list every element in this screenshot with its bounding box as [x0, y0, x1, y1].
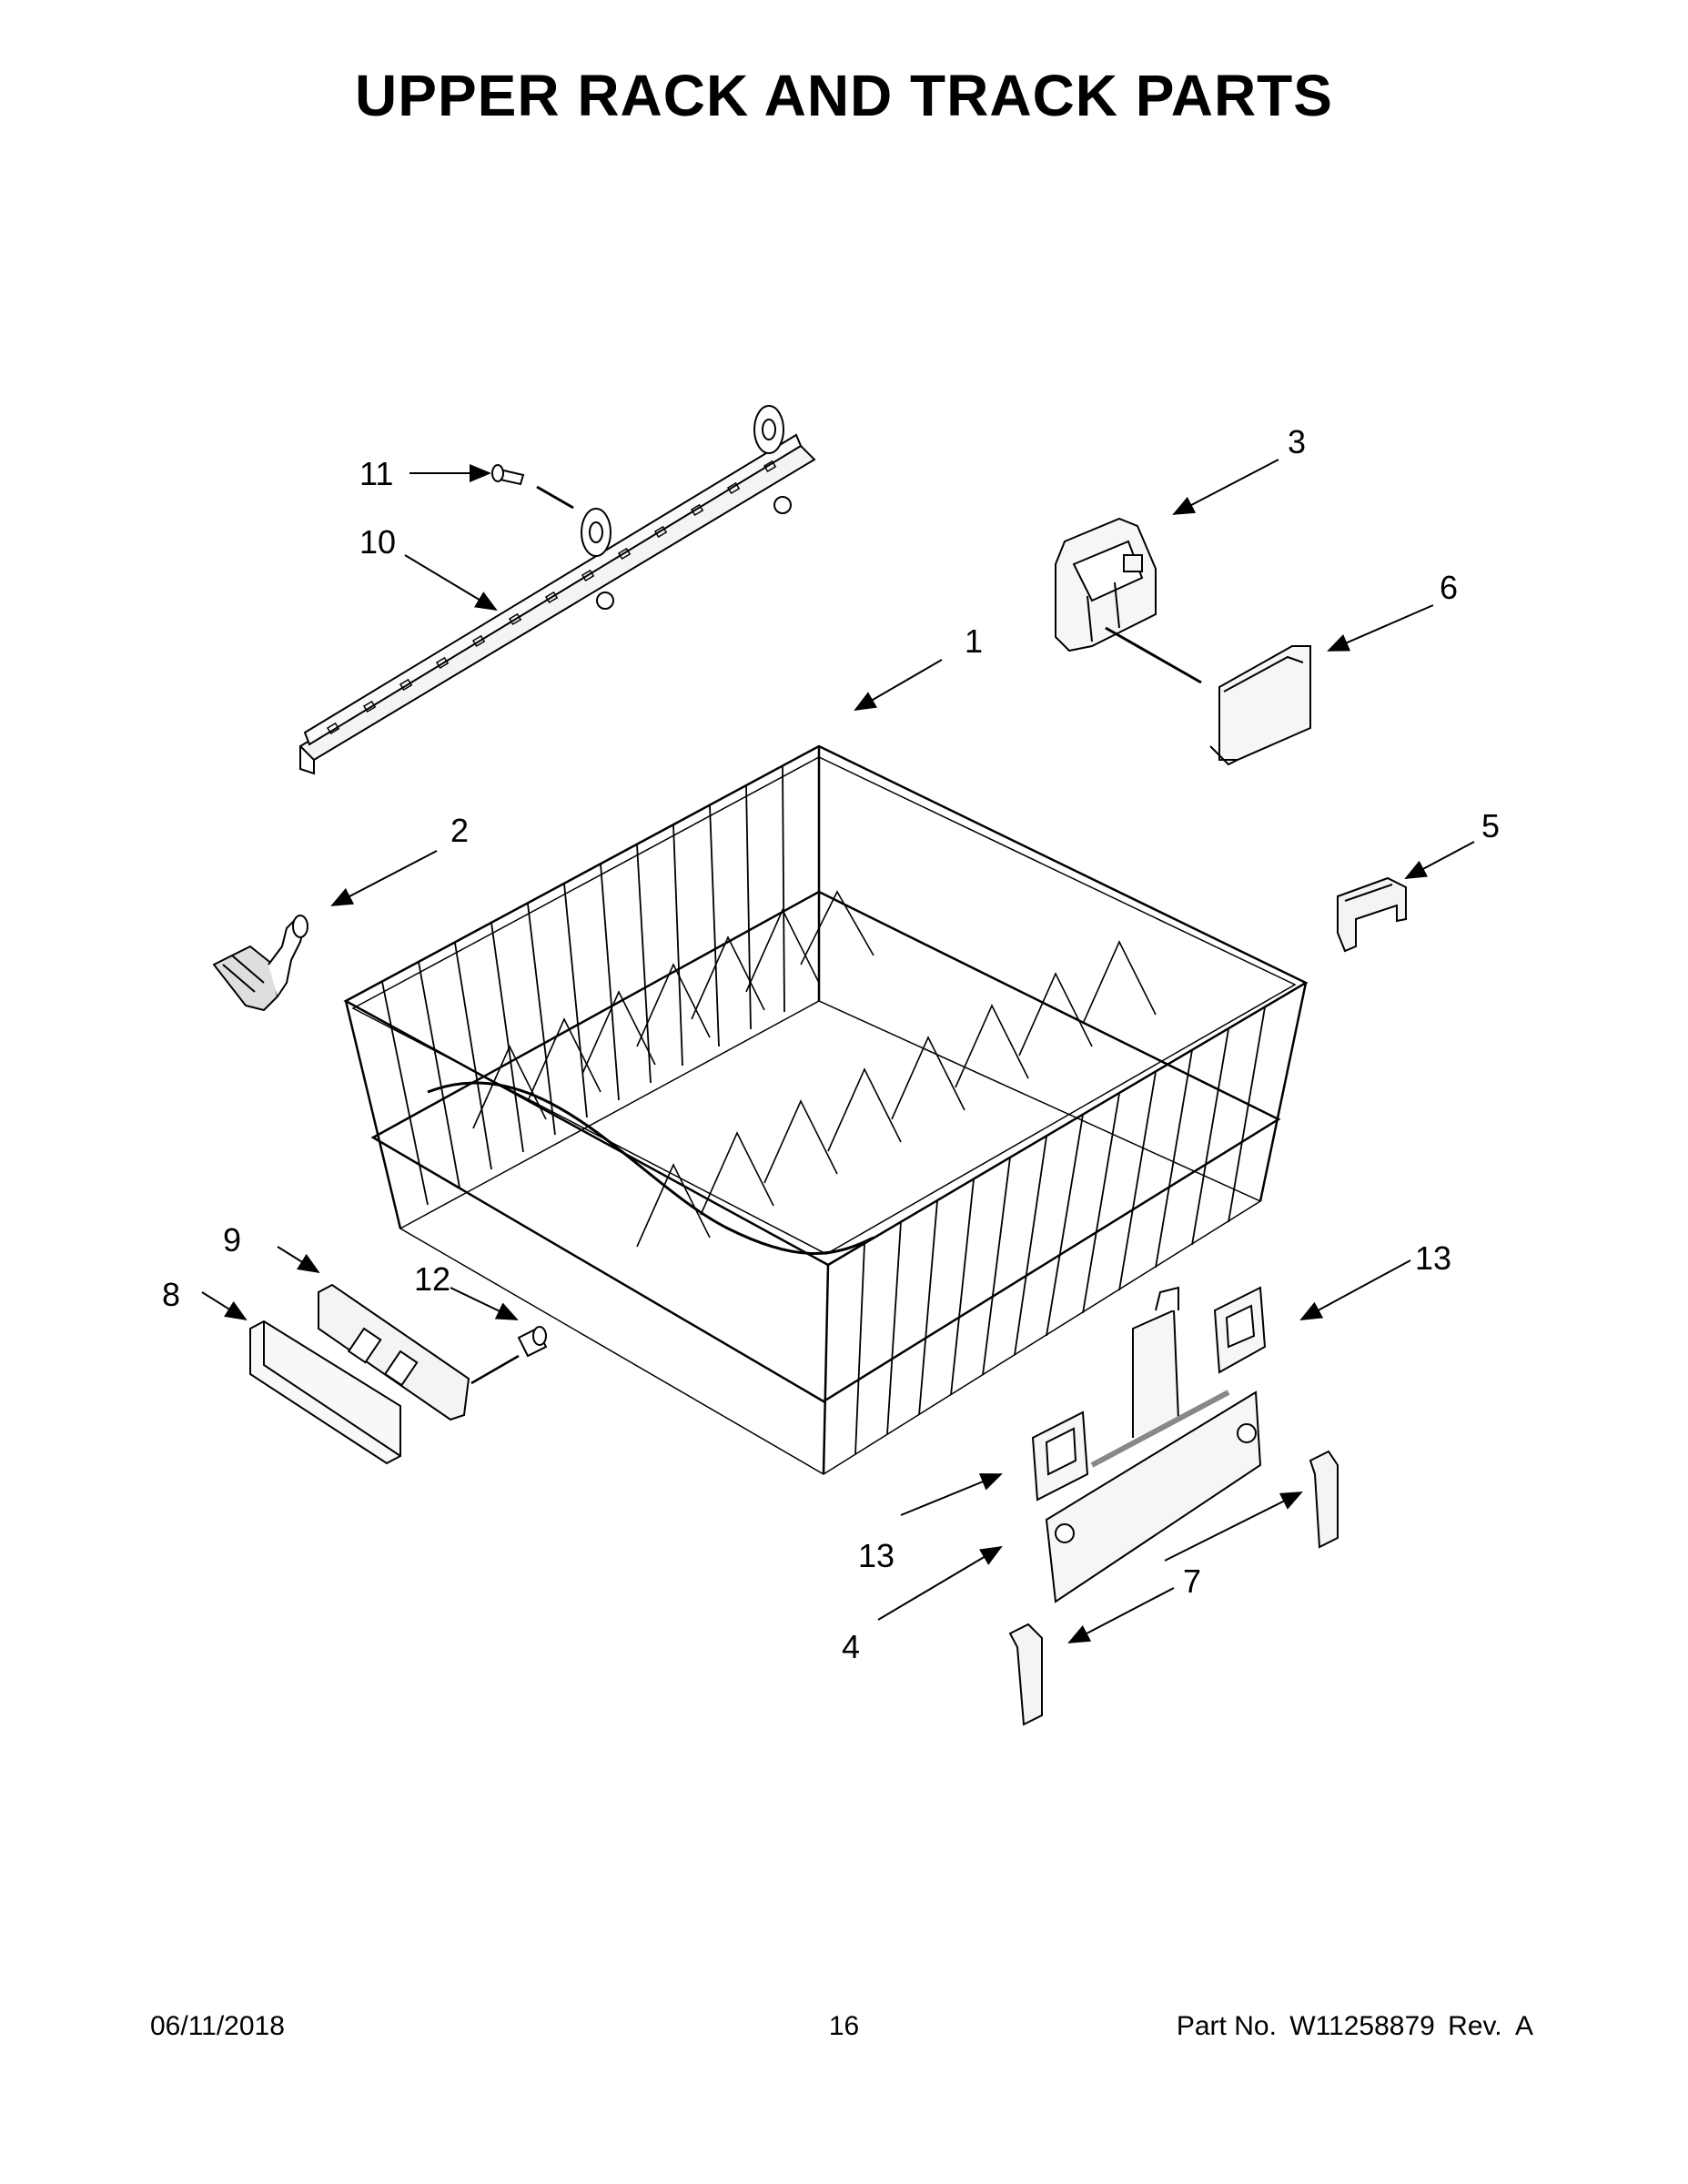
callout-11: 11 [359, 455, 393, 492]
handle-cover-part [249, 1320, 401, 1465]
footer-date: 06/11/2018 [150, 2011, 285, 2041]
adjuster-clip-left-part [1031, 1410, 1089, 1502]
callout-3: 3 [1288, 423, 1306, 460]
callout-8: 8 [162, 1276, 180, 1313]
callout-13-left: 13 [858, 1537, 895, 1574]
handle-insert-part [318, 1283, 470, 1421]
callout-6: 6 [1440, 569, 1458, 606]
rail-screw-part [491, 464, 574, 510]
page-title: UPPER RACK AND TRACK PARTS [355, 63, 1333, 128]
rack-adjuster-assembly-part [1045, 1286, 1262, 1603]
rack-stop-left-part [1008, 1623, 1043, 1726]
callout-7: 7 [1183, 1562, 1201, 1600]
callout-4: 4 [842, 1628, 860, 1665]
callout-1: 1 [965, 622, 983, 660]
callout-10: 10 [359, 523, 396, 561]
callout-12: 12 [414, 1260, 450, 1298]
rack-adjuster-bracket-part [1055, 517, 1202, 684]
rack-clip-part [1337, 876, 1407, 953]
callout-13-right: 13 [1415, 1239, 1451, 1277]
callout-9: 9 [223, 1221, 241, 1259]
footer-page-number: 16 [828, 2011, 860, 2041]
revision: A [1514, 2011, 1533, 2041]
revision-label: Rev. [1448, 2011, 1502, 2041]
rack-stop-right-part [1309, 1450, 1339, 1549]
adjuster-clip-right-part [1213, 1286, 1267, 1374]
callout-5: 5 [1481, 807, 1500, 844]
track-rail-part [298, 405, 816, 775]
upper-dish-rack-part [343, 744, 1309, 1475]
rack-handle-part [212, 915, 308, 1012]
handle-screw-part [470, 1326, 548, 1385]
footer-part-info: Part No. W11258879 Rev. A [1171, 2011, 1533, 2042]
callout-2: 2 [450, 812, 469, 849]
part-number: W11258879 [1289, 2011, 1435, 2041]
adjuster-cover-part [1209, 645, 1311, 766]
callout-leaders [201, 459, 1475, 1643]
part-number-label: Part No. [1176, 2011, 1277, 2041]
